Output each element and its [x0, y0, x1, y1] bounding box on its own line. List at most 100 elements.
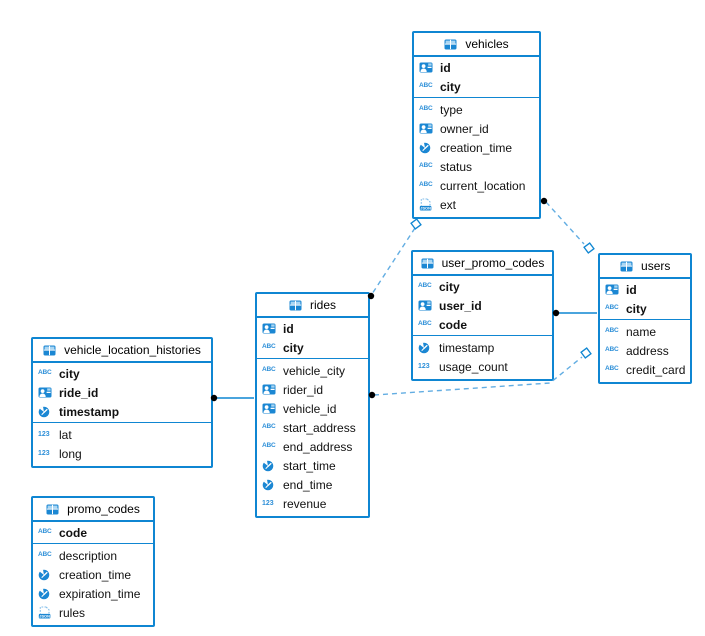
field-row-start_time[interactable]: start_time	[257, 456, 368, 475]
field-row-owner_id[interactable]: owner_id	[414, 119, 539, 138]
field-row-rules[interactable]: JSON rules	[33, 603, 153, 622]
field-row-city[interactable]: ABC city	[257, 338, 368, 357]
field-row-id[interactable]: id	[600, 280, 690, 299]
connector-vehicle_location_histories-rides[interactable]	[210, 394, 254, 402]
field-label: code	[59, 525, 88, 540]
field-label: end_time	[283, 477, 333, 492]
field-label: end_address	[283, 439, 353, 454]
field-label: credit_card	[626, 362, 686, 377]
text-type-icon: ABC	[262, 343, 276, 351]
timestamp-type-icon	[418, 342, 434, 354]
field-label: user_id	[439, 298, 482, 313]
text-type-icon: ABC	[262, 442, 276, 450]
field-row-creation_time[interactable]: creation_time	[33, 565, 153, 584]
table-title: promo_codes	[67, 502, 140, 516]
table-header[interactable]: user_promo_codes	[413, 252, 552, 276]
connector-line[interactable]	[545, 201, 585, 245]
connector-vehicles-users[interactable]	[540, 197, 595, 254]
table-header[interactable]: promo_codes	[33, 498, 153, 522]
id-badge-icon	[419, 62, 435, 73]
table-grid-icon	[421, 258, 437, 269]
field-row-creation_time[interactable]: creation_time	[414, 138, 539, 157]
field-row-rider_id[interactable]: rider_id	[257, 380, 368, 399]
text-type-icon: ABC	[262, 423, 276, 431]
field-label: creation_time	[440, 140, 513, 155]
field-row-timestamp[interactable]: timestamp	[413, 338, 552, 357]
text-type-icon: ABC	[418, 320, 432, 328]
number-type-icon: 123	[262, 500, 274, 507]
field-label: ride_id	[59, 385, 99, 400]
id-badge-icon	[419, 123, 435, 134]
timestamp-type-icon	[38, 569, 54, 581]
field-row-end_time[interactable]: end_time	[257, 475, 368, 494]
field-row-ride_id[interactable]: ride_id	[33, 383, 211, 402]
field-row-ext[interactable]: JSON ext	[414, 195, 539, 214]
field-row-end_address[interactable]: ABC end_address	[257, 437, 368, 456]
id-badge-icon	[38, 387, 54, 398]
connector-user_promo_codes-users[interactable]	[552, 309, 597, 317]
field-row-description[interactable]: ABC description	[33, 546, 153, 565]
field-row-vehicle_id[interactable]: vehicle_id	[257, 399, 368, 418]
field-label: city	[626, 301, 647, 316]
id-badge-icon	[262, 323, 278, 334]
timestamp-type-icon	[419, 142, 435, 154]
text-type-icon: ABC	[419, 105, 433, 113]
table-header[interactable]: users	[600, 255, 691, 279]
field-label: city	[439, 279, 460, 294]
field-row-user_id[interactable]: user_id	[413, 296, 552, 315]
id-badge-icon	[605, 284, 621, 295]
timestamp-type-icon	[38, 588, 54, 600]
field-row-timestamp[interactable]: timestamp	[33, 402, 211, 421]
table-grid-icon	[289, 300, 305, 311]
field-row-id[interactable]: id	[257, 319, 368, 338]
text-type-icon: ABC	[419, 82, 433, 90]
table-header[interactable]: vehicles	[414, 33, 539, 57]
field-label: city	[283, 340, 304, 355]
field-label: id	[283, 321, 294, 336]
field-label: description	[59, 548, 118, 563]
field-label: ext	[440, 197, 457, 212]
field-row-expiration_time[interactable]: expiration_time	[33, 584, 153, 603]
field-label: rider_id	[283, 382, 324, 397]
id-badge-icon	[418, 300, 434, 311]
table-header[interactable]: vehicle_location_histories	[33, 339, 211, 363]
connector-line[interactable]	[371, 227, 416, 295]
field-row-id[interactable]: id	[414, 58, 539, 77]
columns-section: ABC description creation_time expiration_…	[33, 544, 153, 625]
field-label: timestamp	[439, 340, 495, 355]
table-header[interactable]: rides	[257, 294, 368, 318]
text-type-icon: ABC	[38, 369, 52, 377]
text-type-icon: ABC	[38, 551, 52, 559]
